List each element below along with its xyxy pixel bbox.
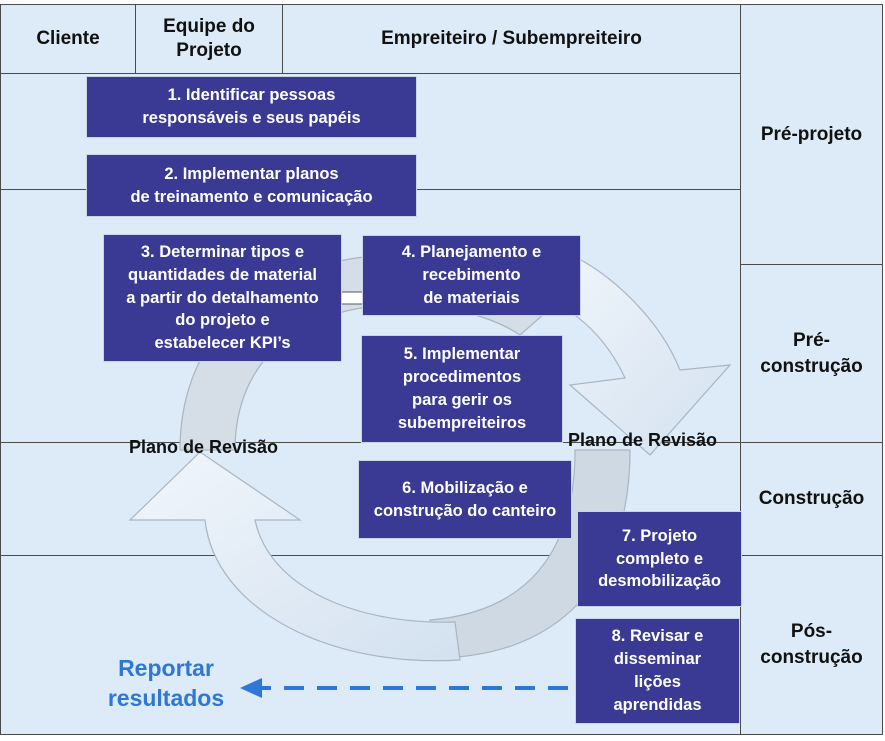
phase-cell-pre-construcao <box>740 264 883 443</box>
step-3-box: 3. Determinar tipos e quantidades de mat… <box>103 234 342 362</box>
phase-cell-pre-projeto <box>740 4 883 265</box>
phase-cell-construcao <box>740 442 883 556</box>
step-6-box: 6. Mobilização e construção do canteiro <box>358 460 572 539</box>
step-2-box: 2. Implementar planos de treinamento e c… <box>86 154 417 217</box>
step-5-box: 5. Implementar procedimentos para gerir … <box>361 335 563 443</box>
header-cell-cliente <box>0 4 136 74</box>
report-results-label: Reportar resultados <box>107 655 225 711</box>
header-cliente: Cliente <box>36 28 100 50</box>
step-1-box: 1. Identificar pessoas responsáveis e se… <box>86 76 417 138</box>
step-4-box: 4. Planejamento e recebimento de materia… <box>362 235 581 316</box>
header-equipe-projeto: Equipe do Projeto <box>163 16 255 61</box>
phase-pre-construcao: Pré- construção <box>760 329 863 377</box>
phase-pos-construcao: Pós- construção <box>760 621 863 668</box>
review-plan-label-left: Plano de Revisão <box>129 437 279 457</box>
review-plan-label-right: Plano de Revisão <box>568 430 718 450</box>
step-7-box: 7. Projeto completo e desmobilização <box>577 511 742 607</box>
header-empreiteiro: Empreiteiro / Subempreiteiro <box>381 28 642 50</box>
step-8-box: 8. Revisar e disseminar lições aprendida… <box>575 618 740 724</box>
phase-pre-projeto: Pré-projeto <box>760 123 863 145</box>
phase-cell-pos-construcao <box>740 555 883 735</box>
phase-construcao: Construção <box>758 488 865 510</box>
cycle-arrow-left <box>128 451 461 662</box>
header-cell-equipe <box>135 4 283 74</box>
report-arrowhead <box>240 678 262 698</box>
